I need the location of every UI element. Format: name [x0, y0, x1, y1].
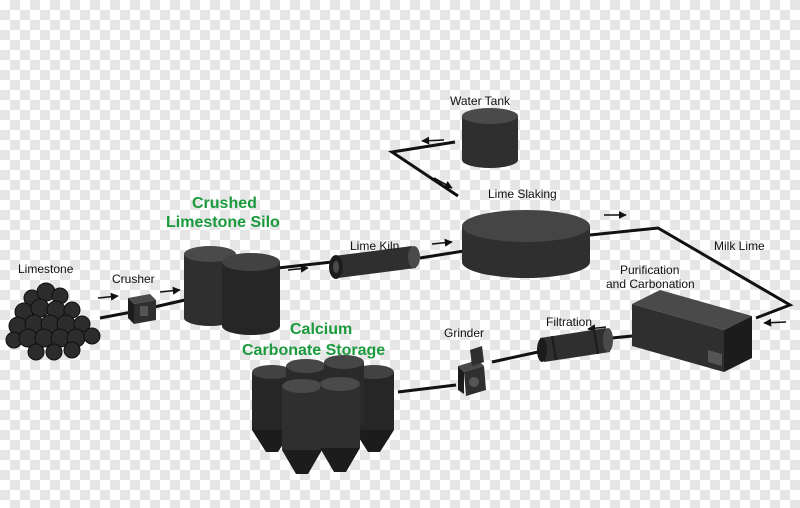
crusher — [128, 294, 156, 324]
pipe-grinder-to-storage — [397, 383, 457, 394]
limestone-pile — [5, 282, 101, 361]
flow-arrow — [763, 318, 787, 327]
label-storage-1: Calcium — [290, 321, 352, 338]
label-lime-kiln: Lime Kiln — [350, 239, 399, 253]
label-grinder: Grinder — [444, 326, 484, 340]
flow-arrow — [97, 292, 119, 301]
flow-arrow — [587, 324, 607, 333]
pipe-silo-to-kiln — [277, 260, 333, 270]
calcium-carbonate-storage — [252, 355, 394, 474]
pipe-slaking-to-purification — [589, 226, 794, 320]
storage-silo — [320, 377, 360, 472]
lime-kiln — [329, 246, 420, 279]
flow-arrows — [97, 136, 787, 333]
label-crushed-silo-2: Limestone Silo — [166, 214, 280, 231]
flow-arrow — [431, 238, 453, 247]
storage-silo — [282, 379, 322, 474]
flow-arrow — [159, 286, 181, 295]
label-storage-2: Carbonate Storage — [242, 342, 385, 359]
pipe-water-to-slaking — [387, 140, 459, 198]
label-purification-1: Purification — [620, 263, 679, 277]
label-lime-slaking: Lime Slaking — [488, 187, 557, 201]
label-crushed-silo-1: Crushed — [192, 195, 257, 212]
water-tank — [462, 108, 518, 168]
label-water-tank: Water Tank — [450, 94, 511, 108]
labels: Water Tank Lime Slaking Lime Kiln Milk L… — [18, 94, 765, 359]
flow-arrow — [287, 264, 309, 273]
filtration-unit — [537, 328, 613, 362]
pipe-filtration-to-grinder — [491, 350, 539, 364]
pipe-purification-to-filtration — [611, 334, 633, 340]
label-crusher: Crusher — [112, 272, 155, 286]
crushed-limestone-silo — [184, 246, 280, 335]
grinder — [458, 346, 486, 396]
flow-arrow — [421, 136, 445, 145]
label-purification-2: and Carbonation — [606, 277, 695, 291]
purification-carbonation-unit — [632, 290, 752, 372]
pipe-kiln-to-slaking — [419, 248, 471, 260]
flow-arrow — [433, 177, 453, 189]
lime-slaking-tank — [462, 210, 590, 278]
label-limestone: Limestone — [18, 262, 74, 276]
label-milk-lime: Milk Lime — [714, 239, 765, 253]
label-filtration: Filtration — [546, 315, 592, 329]
